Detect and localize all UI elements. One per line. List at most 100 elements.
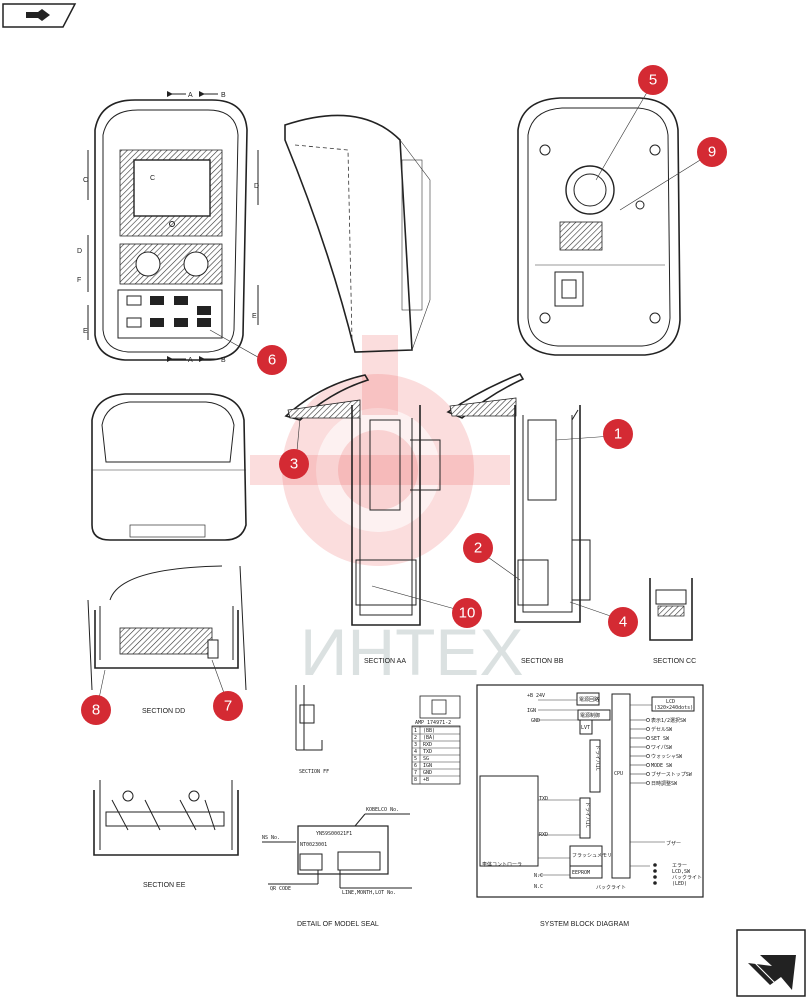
connector-signal: (BB) [423, 728, 435, 734]
connector-pin: 5 [414, 756, 417, 762]
bd-nc2: N.C [534, 884, 543, 890]
section-mark-c-inner: C [150, 175, 155, 182]
seal-ns-no: NS No. [262, 835, 280, 841]
front-view-monitor [87, 91, 259, 362]
connector-table [411, 695, 461, 785]
bd-driver-ic1: ドライバIC [594, 745, 600, 771]
callout-6[interactable]: 6 [257, 345, 287, 375]
section-mark-d-left: D [77, 248, 82, 255]
model-seal-drawing [262, 813, 412, 889]
bd-gnd: GND [531, 718, 540, 724]
section-aa-drawing [284, 374, 441, 626]
switch-label: MODE SW [651, 763, 673, 769]
switch-terminal [646, 781, 650, 785]
switch-label: ブザーストップSW [651, 771, 693, 778]
bd-nc1: N.C [534, 873, 543, 879]
callout-7[interactable]: 7 [213, 691, 243, 721]
switch-label: 日時調整SW [651, 780, 678, 787]
callout-number: 7 [224, 698, 232, 715]
callout-number: 4 [619, 614, 627, 631]
callout-5[interactable]: 5 [638, 65, 668, 95]
section-ff-drawing [295, 685, 323, 751]
callout-1[interactable]: 1 [603, 419, 633, 449]
switch-terminal [646, 718, 650, 722]
switch-terminal [646, 745, 650, 749]
callout-number: 9 [708, 144, 716, 161]
bd-power-circuit: 電源回路 [579, 696, 599, 703]
callout-number: 3 [290, 456, 298, 473]
bd-power-ctrl: 電源制御 [580, 712, 600, 719]
callout-number: 1 [614, 426, 622, 443]
bd-lvt: LVT [581, 725, 590, 731]
callout-number: 6 [268, 352, 276, 369]
callout-9[interactable]: 9 [697, 137, 727, 167]
section-mark-b-bottom: B [221, 357, 226, 364]
bd-backlight: バックライト [596, 885, 626, 891]
switch-label: ウォッシャSW [651, 753, 683, 760]
callout-3[interactable]: 3 [279, 449, 309, 479]
section-bb-drawing [446, 373, 591, 623]
section-mark-e-left: E [83, 328, 88, 335]
section-mark-a-bottom: A [188, 357, 193, 364]
output-label: (LED) [672, 881, 687, 887]
section-cc-label: SECTION CC [653, 658, 696, 665]
bd-eeprom: EEPROM [572, 870, 590, 876]
section-ee-label: SECTION EE [143, 882, 186, 889]
block-diagram-caption: SYSTEM BLOCK DIAGRAM [540, 921, 629, 928]
seal-qr-code: QR CODE [270, 886, 291, 892]
seal-serial: NT0023001 [300, 842, 327, 848]
callout-2[interactable]: 2 [463, 533, 493, 563]
switch-terminal [646, 763, 650, 767]
section-mark-a-top: A [188, 92, 193, 99]
connector-pin: 2 [414, 735, 417, 741]
callout-4[interactable]: 4 [608, 607, 638, 637]
callout-number: 2 [474, 540, 482, 557]
switch-terminal [646, 754, 650, 758]
switch-label: 表示1/2選択SW [651, 717, 687, 724]
section-dd-drawing [87, 565, 247, 691]
iso-view-bezel [91, 393, 247, 541]
section-mark-c-left: C [83, 177, 88, 184]
output-led [653, 875, 657, 879]
connector-pin: 1 [414, 728, 417, 734]
switch-terminal [646, 736, 650, 740]
output-led [653, 881, 657, 885]
output-label: バックライト [672, 875, 702, 881]
connector-header: AMP 174971-2 [415, 720, 451, 726]
switch-terminal [646, 772, 650, 776]
next-page-arrow-icon[interactable] [736, 929, 806, 997]
connector-pin: 8 [414, 777, 417, 783]
folder-arrow-icon[interactable] [2, 3, 77, 28]
section-ee-drawing [93, 780, 239, 856]
callout-number: 8 [92, 702, 100, 719]
connector-pin: 4 [414, 749, 417, 755]
side-view-cover [284, 114, 431, 353]
section-mark-f-left: F [77, 277, 81, 284]
section-cc-drawing [649, 578, 693, 641]
output-label: エラー [672, 863, 687, 869]
switch-label: SET SW [651, 736, 670, 742]
bd-ign: IGN [527, 708, 536, 714]
callout-number: 5 [649, 72, 657, 89]
system-block-diagram [476, 684, 704, 898]
connector-signal: SG [423, 756, 429, 762]
connector-pin: 7 [414, 770, 417, 776]
section-dd-label: SECTION DD [142, 708, 185, 715]
connector-pin: 6 [414, 763, 417, 769]
switch-terminal [646, 727, 650, 731]
connector-signal: IGN [423, 763, 432, 769]
watermark-text: ИНТЕХ [300, 615, 523, 689]
callout-leaders [96, 81, 714, 709]
bd-lcd-sub: (320×240dots) [654, 705, 693, 711]
callouts: 1 2 3 4 5 6 7 8 9 10 [81, 65, 727, 725]
seal-line-month-lot: LINE,MONTH,LOT No. [342, 890, 396, 896]
callout-10[interactable]: 10 [452, 598, 482, 628]
model-seal-caption: DETAIL OF MODEL SEAL [297, 921, 379, 928]
callout-8[interactable]: 8 [81, 695, 111, 725]
connector-signal: TXD [423, 749, 432, 755]
